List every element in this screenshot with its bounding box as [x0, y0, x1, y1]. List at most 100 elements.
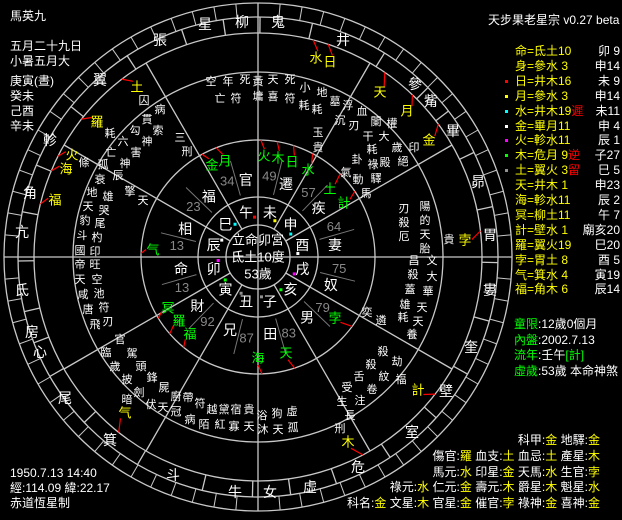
degree-tick [78, 77, 89, 88]
mansion-boundary [459, 151, 475, 160]
star-label: 神 [120, 156, 131, 170]
planet-glyph: 日 [323, 55, 336, 70]
palace-name: 官 [239, 172, 253, 188]
branch-label: 巳 [218, 216, 232, 232]
spirit-row: 馬元:水 印星:金 天馬:水 生官:孛 [432, 465, 600, 480]
degree-tick [454, 394, 467, 404]
star-label: 官 [115, 332, 126, 346]
lunar-mansion-label: 壁 [439, 383, 453, 399]
star-label: 生 [337, 394, 348, 408]
planet-leader-line [140, 249, 147, 254]
planet-leader-line [292, 145, 295, 156]
star-label: 殿 [380, 156, 391, 169]
pillar-year: 庚寅(晝) [10, 74, 54, 88]
star-label: 血 [357, 104, 368, 118]
spirit-value: 孛 [502, 496, 515, 511]
degree-tick [377, 36, 386, 50]
degree-tick [7, 212, 22, 216]
palace-name: 遷 [279, 176, 293, 192]
planet-leader-line [157, 311, 163, 319]
star-label: 天 [413, 316, 424, 328]
planet-glyph: 冥 [161, 301, 174, 316]
planet-glyph: 羅 [90, 115, 103, 130]
degree-tick [37, 376, 51, 385]
mansion-boundary [375, 52, 386, 67]
planet-position: 木=危月 9逆 [515, 148, 580, 163]
planet-color-dot [505, 79, 508, 83]
planet-motion-flag: 遲 [571, 103, 584, 118]
planet-color-dot [505, 274, 508, 277]
planet-position: 土=翼火 3留 [515, 163, 580, 178]
spirit-entry: 魁星:水 [560, 480, 600, 495]
star-label: 舌 [354, 370, 365, 383]
star-label: 冠 [171, 405, 182, 418]
degree-tick [170, 18, 177, 32]
spirit-row: 傷官:羅 血支:土 血忌:土 產星:木 [432, 449, 600, 464]
spirit-value: 木 [502, 480, 515, 495]
star-label: 符 [99, 301, 110, 314]
planet-leader-line [340, 321, 353, 327]
star-label: 馬 [361, 187, 372, 200]
planet-glyph: 土 [130, 80, 143, 95]
person-name: 馬英九 [10, 9, 47, 23]
lunar-mansion-label: 箕 [103, 432, 117, 448]
spirit-value: 水 [417, 480, 430, 495]
star-label: 耗 [105, 127, 116, 140]
spirit-entry: 官星:金 [432, 496, 472, 511]
lunar-mansion-label: 畢 [446, 123, 460, 139]
degree-tick [475, 149, 489, 157]
degree-tick [49, 110, 62, 120]
degree-tick [12, 318, 27, 324]
planet-leader-line [287, 359, 296, 369]
planet-degree: 日=井木16 [515, 73, 572, 88]
status-value: 2002.7.13 [541, 332, 595, 347]
star-label: 天 [273, 424, 284, 436]
lunar-mansion-label: 觜 [424, 93, 438, 109]
spirit-row: 科甲:金 地驛:金 [518, 433, 600, 448]
branch-dot [223, 278, 227, 282]
spirit-value: 木 [587, 448, 600, 463]
planet-branch: 申23 [594, 178, 620, 193]
planet-glyph: 天 [279, 346, 292, 361]
lunar-mansion-label: 鬼 [271, 14, 285, 30]
center-label-2: 53歲 [244, 267, 271, 282]
lunar-mansion-label: 牛 [228, 484, 242, 500]
star-label: 墓 [330, 95, 341, 108]
star-label: 刑 [182, 145, 193, 158]
star-label: 伏 [146, 397, 157, 411]
branch-dot [273, 219, 277, 223]
star-label: 死 [240, 74, 251, 86]
mansion-boundary [33, 336, 50, 344]
planet-branch: 寅19 [594, 267, 620, 282]
star-label: 闌 [371, 115, 382, 128]
star-label: 鋒 [147, 370, 158, 384]
planet-branch: 辰 1 [597, 133, 620, 148]
planet-color-dot [505, 50, 508, 53]
branch-label: 卯 [207, 261, 221, 277]
star-label: 墉 [253, 89, 264, 103]
lunar-mansion-label: 軫 [43, 132, 57, 148]
spirit-row: 科名:金 文星:木 官星:金 催官:孛 祿神:金 喜神:金 [347, 496, 600, 511]
pillar-month: 癸未 [10, 89, 35, 103]
palace-divider [160, 232, 197, 243]
planet-leader-line [121, 78, 134, 82]
branch-dot [239, 291, 243, 295]
planet-degree: 火=軫水11 [515, 133, 571, 148]
planet-degree: 土=翼火 3 [515, 163, 569, 178]
star-label: 寡 [229, 419, 240, 433]
planet-color-dot [505, 214, 508, 217]
planet-glyph: 海 [59, 162, 72, 177]
lunar-mansion-label: 角 [23, 185, 37, 201]
star-label: 飛 [90, 319, 101, 331]
star-label: 廚 [171, 389, 182, 403]
spirit-value: 土 [545, 448, 558, 463]
star-label: 貴 [444, 232, 455, 246]
degree-tick [111, 48, 121, 61]
sector-boundary [63, 144, 231, 242]
branch-label: 午 [239, 205, 253, 221]
planet-glyph: 水 [301, 163, 314, 178]
branch-dot [279, 288, 283, 292]
spirit-value: 水 [587, 480, 600, 495]
